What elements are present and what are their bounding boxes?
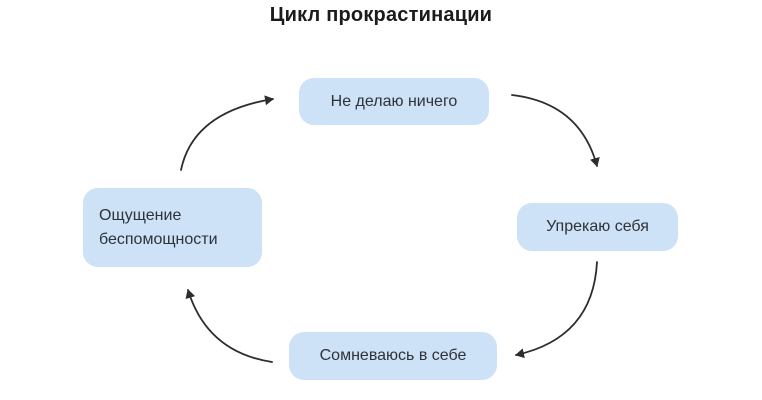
arrow-top-to-right [511, 94, 600, 167]
node-reproach-self: Упрекаю себя [517, 203, 678, 251]
node-do-nothing: Не делаю ничего [299, 78, 489, 125]
node-self-doubt-label: Сомневаюсь в себе [319, 347, 467, 364]
node-helplessness-label: Ощущение беспомощности [99, 206, 218, 248]
arrow-right-to-bottom [515, 261, 598, 359]
node-reproach-self-label: Упрекаю себя [546, 218, 649, 235]
node-do-nothing-label: Не делаю ничего [330, 92, 458, 110]
node-self-doubt: Сомневаюсь в себе [289, 332, 497, 380]
node-helplessness: Ощущение беспомощности [83, 188, 262, 267]
arrow-left-to-top [180, 95, 274, 171]
diagram-title: Цикл прокрастинации [269, 4, 493, 26]
arrow-bottom-to-left [185, 289, 273, 363]
